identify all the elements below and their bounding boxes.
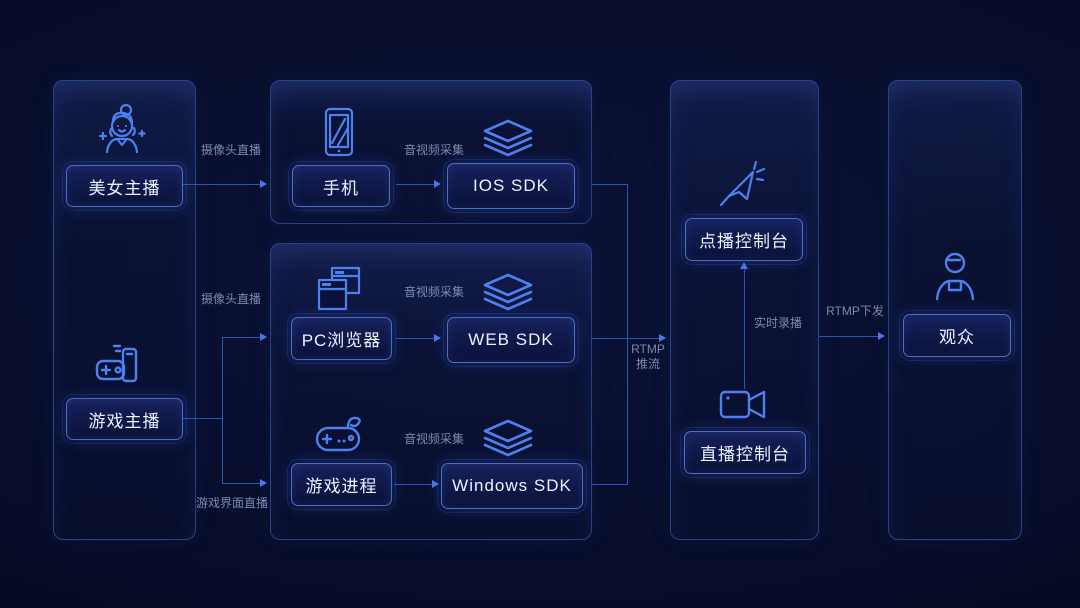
node-beauty-anchor: 美女主播 [62, 161, 187, 211]
node-pc-browser: PC浏览器 [287, 313, 396, 364]
layers-icon [482, 418, 534, 462]
edge-beauty-to-phone [182, 184, 260, 185]
edge-sdk-bus [627, 184, 628, 485]
node-vod-console: 点播控制台 [681, 214, 807, 265]
node-game-process: 游戏进程 [287, 459, 396, 510]
cursor-click-icon [714, 156, 770, 212]
edge-iossdk-out [591, 184, 628, 185]
label-game-screen-live: 游戏界面直播 [195, 496, 268, 510]
label-rtmp-distribute: RTMP下发 [826, 304, 884, 318]
node-ios-sdk: IOS SDK [443, 159, 579, 213]
label-av-capture-web: 音视频采集 [403, 285, 464, 299]
edge-branch-to-browser [222, 337, 260, 338]
label-av-capture-mobile: 音视频采集 [403, 143, 464, 157]
game-console-icon [94, 342, 142, 390]
layers-icon [482, 118, 534, 162]
smartphone-icon [317, 106, 361, 160]
arrowhead-beauty-to-phone [260, 180, 267, 188]
edge-winsdk-out [591, 484, 628, 485]
arrowhead-rtmp-distribute [878, 332, 885, 340]
layers-icon [482, 272, 534, 316]
female-anchor-icon [96, 102, 148, 160]
arrowhead-live-to-vod [740, 262, 748, 269]
edge-rtmp-push [591, 338, 659, 339]
person-icon [931, 250, 979, 308]
arrowhead-gameproc-to-winsdk [432, 480, 439, 488]
label-camera-live-top: 摄像头直播 [200, 143, 261, 157]
edge-phone-to-iossdk [396, 184, 434, 185]
label-av-capture-windows: 音视频采集 [403, 432, 464, 446]
label-camera-live-mid: 摄像头直播 [200, 292, 261, 306]
label-realtime-record: 实时录播 [753, 316, 802, 330]
node-live-console: 直播控制台 [680, 427, 810, 478]
arrowhead-browser-to-websdk [434, 334, 441, 342]
arrowhead-rtmp-push [659, 334, 666, 342]
node-game-anchor: 游戏主播 [62, 394, 187, 444]
panel-audience [888, 80, 1022, 540]
edge-gameanchor-stub [182, 418, 223, 419]
edge-gameanchor-branch [222, 337, 223, 484]
edge-live-to-vod [744, 269, 745, 389]
label-rtmp-push-line2: 推流 [635, 357, 660, 371]
label-rtmp-push: RTMP 推流 [614, 342, 682, 372]
edge-browser-to-websdk [396, 338, 434, 339]
edge-rtmp-distribute [819, 336, 878, 337]
edge-branch-to-gameproc [222, 483, 260, 484]
label-rtmp-push-line1: RTMP [631, 342, 665, 356]
arrowhead-to-gameproc [260, 479, 267, 487]
retro-gamepad-icon [313, 410, 365, 458]
video-camera-icon [718, 384, 770, 426]
node-audience: 观众 [899, 310, 1015, 361]
browser-windows-icon [315, 263, 363, 315]
panel-anchors [53, 80, 196, 540]
edge-gameproc-to-winsdk [394, 484, 432, 485]
arrowhead-to-browser [260, 333, 267, 341]
node-windows-sdk: Windows SDK [437, 459, 587, 513]
node-phone: 手机 [288, 161, 394, 211]
arrowhead-phone-to-iossdk [434, 180, 441, 188]
node-web-sdk: WEB SDK [443, 313, 579, 367]
